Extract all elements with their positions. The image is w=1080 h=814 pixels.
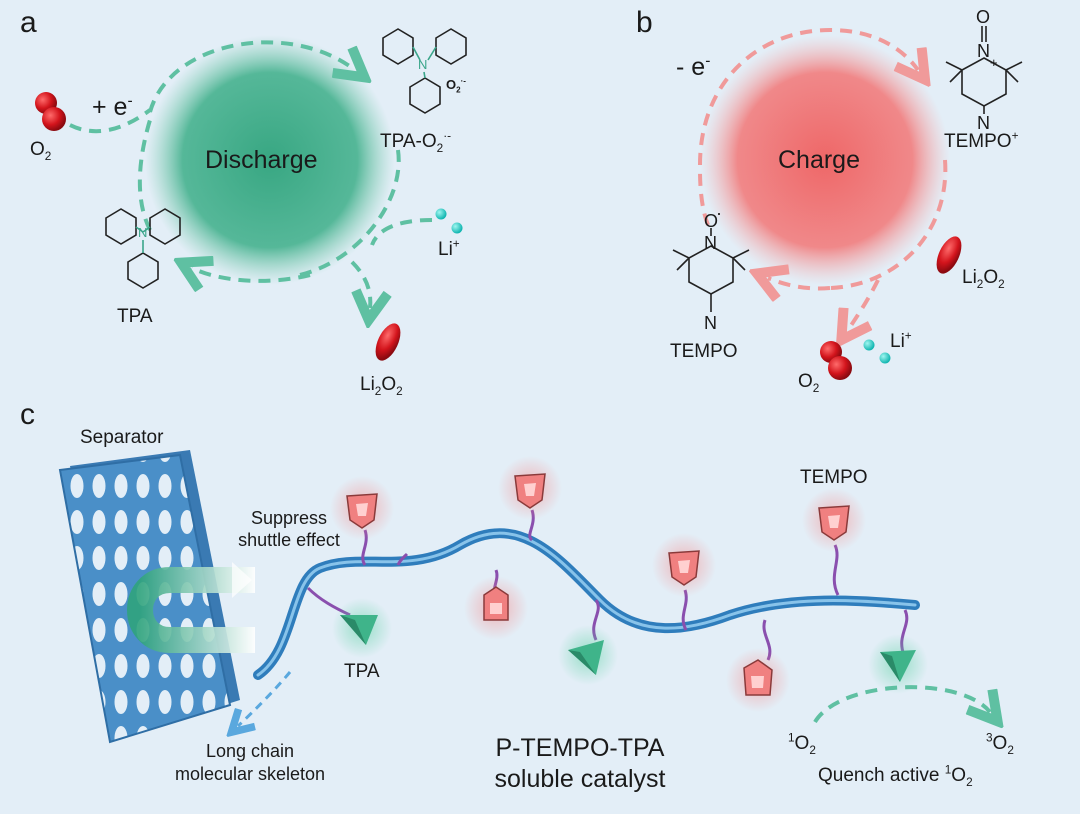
o2-label: O2	[30, 139, 52, 163]
tpa-unit-1	[332, 598, 392, 658]
tpa-label: TPA	[117, 306, 153, 327]
li2o2-particle-icon	[375, 323, 401, 361]
o2-molecule-icon-b	[820, 341, 852, 380]
o2-in-arrow	[69, 108, 152, 134]
tempo-unit-label: TEMPO	[800, 467, 868, 488]
suppress-u-arrow-icon	[127, 562, 255, 653]
quench-label: Quench active 1O2	[818, 763, 973, 789]
charge-arrow-right	[829, 159, 948, 290]
tempo-radical-dot: ·	[716, 203, 722, 223]
singlet-oxygen-label: 1O2	[788, 731, 816, 757]
li-ion-label: Li+	[438, 237, 460, 260]
tpa-unit-2	[558, 625, 618, 685]
tpa-unit-label: TPA	[344, 661, 380, 682]
tempo-plus-oxygen: O	[976, 7, 991, 27]
panel-label-c: c	[20, 398, 35, 431]
tempo-amine: N	[704, 313, 717, 333]
tpa-unit-3	[868, 634, 928, 694]
discharge-label: Discharge	[205, 146, 318, 174]
panel-b-graphics	[672, 26, 1023, 380]
panel-label-b: b	[636, 6, 653, 39]
discharge-arrow-bottom	[192, 268, 311, 281]
discharge-arrow-top	[148, 40, 355, 113]
charge-arrow-bottom	[768, 278, 831, 288]
tempo-plus-amine: N	[977, 113, 990, 133]
discharge-arrow-right	[299, 149, 401, 277]
tempo-unit-6	[802, 488, 866, 552]
charge-label: Charge	[778, 146, 860, 174]
tpa-n-atom: N	[138, 225, 148, 240]
tempo-unit-5	[726, 648, 790, 712]
panel-c-graphics	[58, 450, 990, 744]
li-ion-icon	[435, 208, 463, 234]
separator-label: Separator	[80, 427, 164, 448]
catalyst-label: P-TEMPO-TPA soluble catalyst	[494, 734, 666, 793]
tempo-unit-3	[464, 576, 528, 640]
tpa-o2-structure-icon	[382, 28, 467, 114]
suppress-label: Suppress shuttle effect	[238, 508, 340, 550]
li-in-arrow	[370, 218, 433, 246]
li2o2-label: Li2O2	[360, 374, 403, 398]
panel-a-graphics	[35, 28, 467, 361]
electron-loss-label: - e-	[676, 52, 711, 81]
product-out-arrow	[848, 279, 880, 330]
tempo-unit-2	[498, 456, 562, 520]
charge-arrow-top	[698, 27, 918, 166]
li2o2-label-b: Li2O2	[962, 267, 1005, 291]
tpa-o2-n-atom: N	[418, 57, 428, 72]
tempo-nitrogen: N	[704, 233, 717, 253]
charge-circle	[700, 35, 950, 285]
li2o2-out-arrow	[350, 260, 370, 308]
o2-label-b: O2	[798, 371, 820, 395]
li-ion-icon-b	[863, 339, 891, 364]
skeleton-pointer-arrow	[238, 671, 292, 726]
tpa-structure-icon	[105, 208, 181, 289]
tempo-plus-charge: +	[990, 55, 998, 70]
o2-molecule-icon	[35, 92, 66, 131]
discharge-circle	[145, 35, 395, 285]
charge-arrow-left	[698, 169, 710, 226]
quench-arrow	[813, 685, 990, 722]
tempo-unit-1	[330, 476, 394, 540]
tempo-plus-label: TEMPO+	[944, 129, 1019, 152]
tempo-plus-structure-icon	[945, 26, 1023, 114]
panel-label-a: a	[20, 6, 37, 39]
tempo-units	[330, 456, 866, 712]
skeleton-label: Long chain molecular skeleton	[174, 741, 326, 784]
tpa-o2-label: TPA-O2·-	[380, 129, 452, 155]
tempo-plus-nitrogen: N	[977, 41, 990, 61]
tpa-o2-superoxide: O2·-	[446, 76, 466, 95]
tempo-structure-icon	[672, 228, 750, 312]
tpa-units	[332, 598, 928, 694]
tempo-oxygen: O	[704, 211, 719, 231]
electron-gain-label: + e-	[92, 92, 133, 121]
li2o2-particle-icon-b	[936, 236, 962, 274]
tempo-label: TEMPO	[670, 341, 738, 362]
triplet-oxygen-label: 3O2	[986, 731, 1014, 757]
li-ion-label-b: Li+	[890, 329, 912, 352]
discharge-arrow-left	[137, 119, 152, 231]
tempo-unit-4	[652, 533, 716, 597]
